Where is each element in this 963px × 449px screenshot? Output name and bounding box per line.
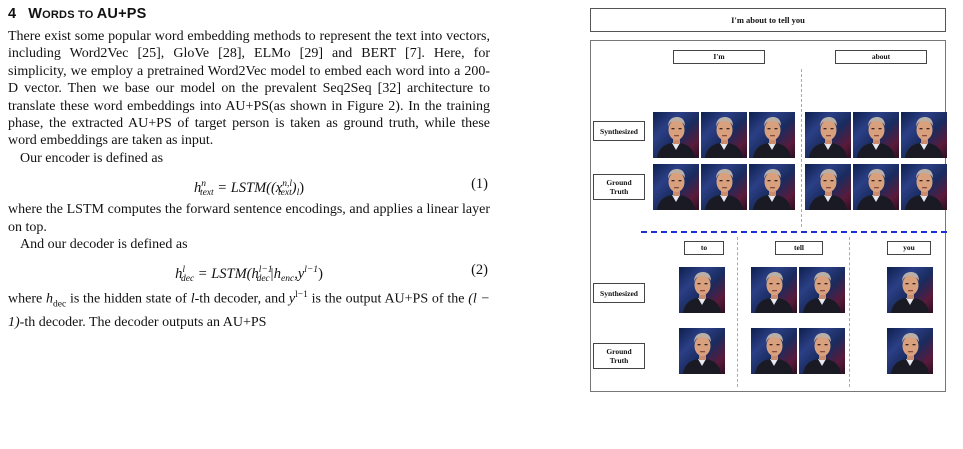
word-box-you: you bbox=[887, 241, 931, 255]
video-frame-thumbnail bbox=[901, 112, 947, 158]
equation-2: hldec = LSTM(hl−1dec|henc,yl−1) (2) bbox=[8, 253, 490, 287]
video-frame-thumbnail bbox=[805, 164, 851, 210]
video-frame-thumbnail bbox=[679, 328, 725, 374]
video-frame-thumbnail bbox=[751, 328, 797, 374]
video-frame-thumbnail bbox=[853, 112, 899, 158]
word-box-about: about bbox=[835, 50, 927, 64]
paragraph-decoder: And our decoder is defined as bbox=[20, 237, 188, 253]
video-frame-thumbnail bbox=[653, 164, 699, 210]
video-frame-thumbnail bbox=[751, 267, 797, 313]
video-frame-thumbnail bbox=[887, 328, 933, 374]
equation-number: (2) bbox=[471, 262, 488, 279]
word-box-im: I'm bbox=[673, 50, 765, 64]
video-frame-thumbnail bbox=[653, 112, 699, 158]
paragraph-lstm: where the LSTM computes the forward sent… bbox=[8, 202, 490, 235]
equation-1: hntext = LSTM((xn,ltext)l) (1) bbox=[8, 167, 490, 201]
video-frame-thumbnail bbox=[853, 164, 899, 210]
video-frame-thumbnail bbox=[749, 164, 795, 210]
video-frame-thumbnail bbox=[679, 267, 725, 313]
paragraph-encoder: Our encoder is defined as bbox=[20, 150, 164, 166]
sentence-box: I'm about to tell you bbox=[590, 8, 946, 32]
row-label-synthesized: Synthesized bbox=[593, 121, 645, 141]
word-divider bbox=[801, 69, 802, 227]
section-number: 4 bbox=[8, 6, 17, 22]
video-frame-thumbnail bbox=[701, 112, 747, 158]
video-frame-thumbnail bbox=[805, 112, 851, 158]
section-divider bbox=[641, 231, 947, 233]
row-label-synthesized: Synthesized bbox=[593, 283, 645, 303]
word-divider bbox=[849, 237, 850, 387]
word-divider bbox=[737, 237, 738, 387]
video-frame-thumbnail bbox=[799, 267, 845, 313]
paragraph-hidden-state: where hdec is the hidden state of l-th d… bbox=[8, 290, 491, 331]
video-frame-thumbnail bbox=[901, 164, 947, 210]
figure: I'm about to tell you I'm about Synthesi… bbox=[590, 0, 950, 449]
video-frame-thumbnail bbox=[749, 112, 795, 158]
video-frame-thumbnail bbox=[701, 164, 747, 210]
word-box-to: to bbox=[684, 241, 724, 255]
equation-number: (1) bbox=[471, 176, 488, 193]
word-box-tell: tell bbox=[775, 241, 823, 255]
video-frame-thumbnail bbox=[887, 267, 933, 313]
paragraph-intro: There exist some popular word embedding … bbox=[8, 29, 490, 149]
video-frame-thumbnail bbox=[799, 328, 845, 374]
